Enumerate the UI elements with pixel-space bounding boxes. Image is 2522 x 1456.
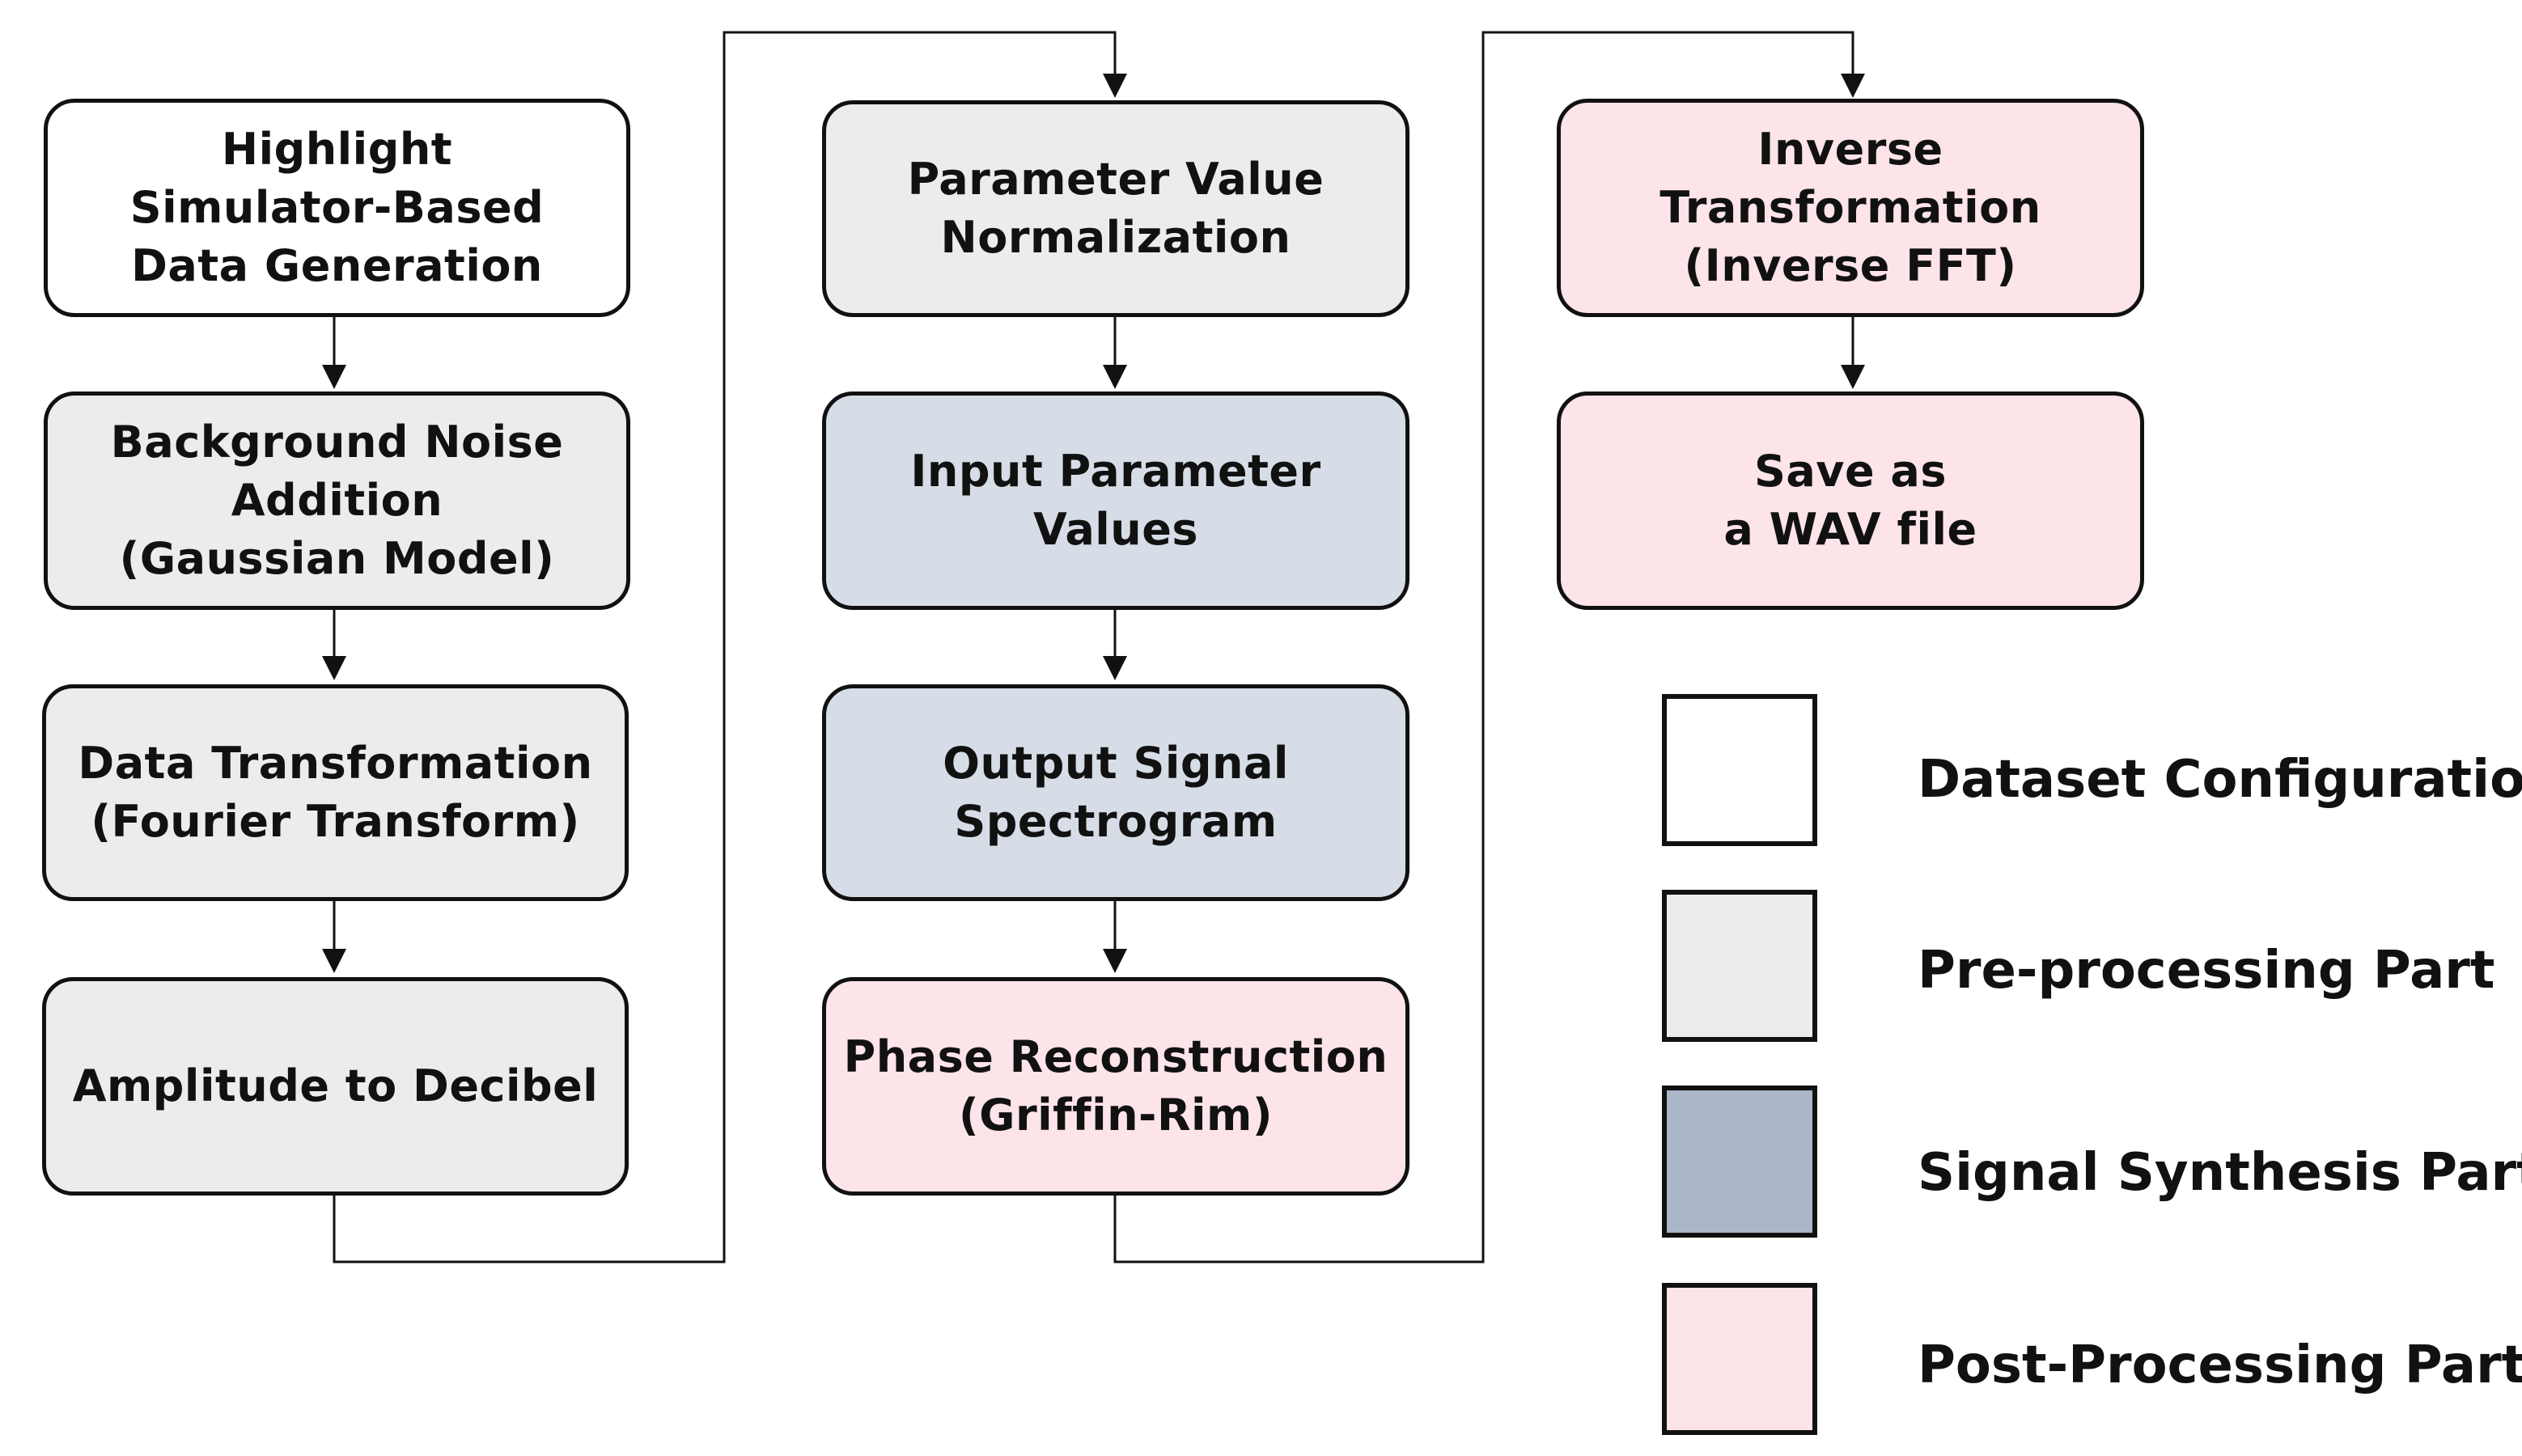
step-text-line: Background Noise: [110, 417, 564, 468]
step-text-line: Output Signal: [943, 738, 1289, 789]
step-text-line: Addition: [231, 475, 443, 526]
step-text-line: Amplitude to Decibel: [72, 1060, 599, 1111]
step-text-line: Simulator-Based: [129, 182, 545, 233]
legend-swatch-dataset: [1662, 694, 1817, 846]
step-text-line: Phase Reconstruction: [843, 1031, 1388, 1082]
arrow-col1-to-col2: [333, 31, 1127, 1263]
step-text-line: (Gaussian Model): [119, 533, 555, 584]
legend-swatch-post-processing: [1662, 1283, 1817, 1435]
step-save-as-wav: Save as a WAV file: [1557, 392, 2144, 610]
step-amplitude-to-decibel: Amplitude to Decibel: [42, 977, 629, 1196]
step-text-line: Inverse: [1757, 124, 1943, 175]
step-text-line: Save as: [1753, 446, 1948, 497]
legend-label-signal-synthesis: Signal Synthesis Part: [1918, 1143, 2522, 1203]
step-text-line: Parameter Value: [907, 154, 1325, 205]
step-text-line: Input Parameter: [910, 446, 1321, 497]
step-text-line: Transformation: [1659, 182, 2041, 233]
step-simulator-data-generation: Highlight Simulator-Based Data Generatio…: [44, 99, 630, 317]
step-text-line: Spectrogram: [954, 796, 1278, 847]
step-text-line: Normalization: [940, 212, 1291, 263]
step-text-line: Data Generation: [131, 240, 543, 291]
step-text-line: (Fourier Transform): [91, 796, 580, 847]
step-parameter-value-normalization: Parameter Value Normalization: [822, 100, 1409, 317]
legend-label-pre-processing: Pre-processing Part: [1918, 941, 2495, 1001]
step-text-line: Values: [1033, 504, 1198, 555]
step-text-line: Highlight: [221, 124, 453, 175]
legend-label-dataset: Dataset Configuration: [1918, 750, 2522, 810]
step-background-noise-addition: Background Noise Addition (Gaussian Mode…: [44, 392, 630, 610]
step-text-line: (Griffin-Rim): [958, 1090, 1274, 1141]
step-data-transformation: Data Transformation (Fourier Transform): [42, 684, 629, 901]
step-phase-reconstruction: Phase Reconstruction (Griffin-Rim): [822, 977, 1409, 1196]
legend-swatch-pre-processing: [1662, 890, 1817, 1042]
step-input-parameter-values: Input Parameter Values: [822, 392, 1409, 610]
step-output-signal-spectrogram: Output Signal Spectrogram: [822, 684, 1409, 901]
step-text-line: (Inverse FFT): [1684, 240, 2017, 291]
step-inverse-transformation: Inverse Transformation (Inverse FFT): [1557, 99, 2144, 317]
legend-swatch-signal-synthesis: [1662, 1086, 1817, 1238]
legend-label-post-processing: Post-Processing Part: [1918, 1335, 2522, 1395]
step-text-line: Data Transformation: [78, 738, 593, 789]
step-text-line: a WAV file: [1723, 504, 1977, 555]
arrow-col2-to-col3: [1113, 31, 1865, 1263]
